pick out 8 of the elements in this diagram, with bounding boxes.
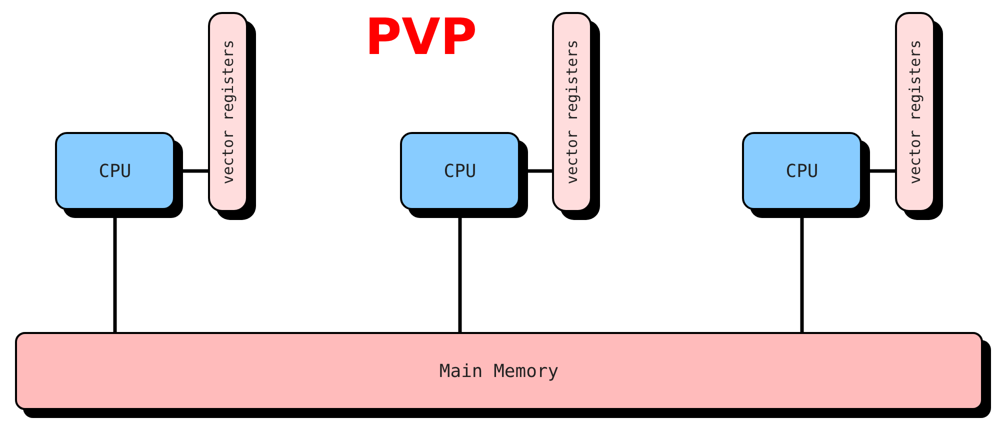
node-label: CPU xyxy=(444,160,476,182)
node-label: Main Memory xyxy=(439,360,559,382)
node-label: CPU xyxy=(786,160,818,182)
node-label: vector registers xyxy=(563,40,581,184)
title: PVP xyxy=(365,8,477,66)
node-label: vector registers xyxy=(219,40,237,184)
node-label: vector registers xyxy=(906,40,924,184)
node-label: CPU xyxy=(98,160,132,182)
